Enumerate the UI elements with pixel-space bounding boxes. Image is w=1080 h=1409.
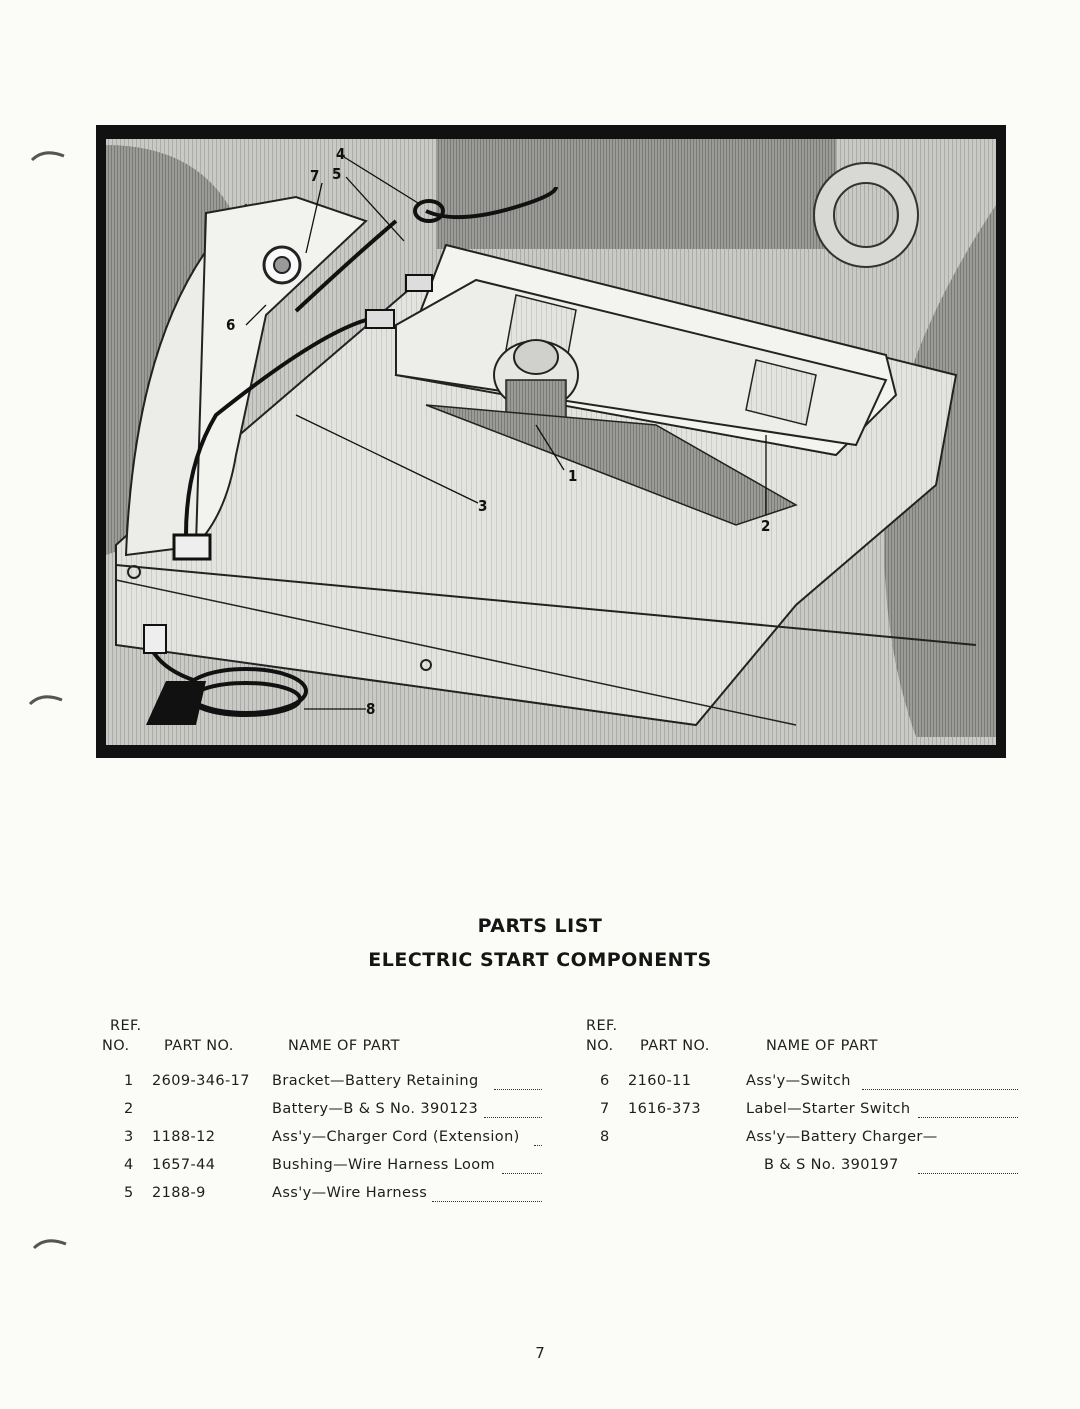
part-no-cell: 2160-11	[628, 1073, 692, 1089]
table-row: 4 1657-44 Bushing—Wire Harness Loom	[102, 1157, 550, 1185]
callout-number: 4	[336, 145, 345, 163]
callout-number: 8	[366, 700, 375, 718]
table-row: 6 2160-11 Ass'y—Switch	[582, 1073, 1022, 1101]
no-header: NO.	[586, 1038, 614, 1054]
table-row: 1 2609-346-17 Bracket—Battery Retaining	[102, 1073, 550, 1101]
name-cell: Ass'y—Charger Cord (Extension)	[272, 1129, 520, 1145]
part-no-cell: 2609-346-17	[152, 1073, 250, 1089]
ref-cell: 8	[600, 1129, 610, 1145]
ref-cell: 1	[124, 1073, 134, 1089]
callout-leaders	[245, 156, 767, 710]
table-row: 5 2188-9 Ass'y—Wire Harness	[102, 1185, 550, 1213]
part-no-cell: 2188-9	[152, 1185, 206, 1201]
name-cell: Ass'y—Battery Charger—	[746, 1129, 938, 1145]
part-no-header: PART NO.	[640, 1038, 710, 1054]
harness-bushing	[413, 199, 445, 223]
part-no-header: PART NO.	[164, 1038, 234, 1054]
name-cell: Ass'y—Wire Harness	[272, 1185, 428, 1201]
ref-cell: 2	[124, 1101, 134, 1117]
callout-number: 2	[761, 517, 770, 535]
callout-number: 3	[478, 497, 487, 515]
binder-hole-mark	[32, 1234, 70, 1250]
ref-header: REF.	[586, 1018, 618, 1034]
name-cell: Ass'y—Switch	[746, 1073, 851, 1089]
callout-number: 5	[332, 165, 341, 183]
parts-list-title: PARTS LIST	[477, 915, 603, 937]
table-row: 7 1616-373 Label—Starter Switch	[582, 1101, 1022, 1129]
engine-block	[436, 139, 836, 249]
dot-leader	[862, 1089, 1018, 1090]
callout-number: 1	[568, 467, 577, 485]
name-header: NAME OF PART	[766, 1038, 878, 1054]
name-header: NAME OF PART	[288, 1038, 400, 1054]
callout-number: 7	[310, 167, 319, 185]
page-number: 7	[535, 1344, 545, 1362]
callout-number: 6	[226, 316, 235, 334]
parts-table-right: REF. NO. PART NO. NAME OF PART 6 2160-11…	[582, 1018, 1022, 1185]
table-row: 8 Ass'y—Battery Charger—	[582, 1129, 1022, 1157]
dot-leader	[918, 1173, 1018, 1174]
part-no-cell: 1657-44	[152, 1157, 216, 1173]
part-no-cell: 1616-373	[628, 1101, 702, 1117]
electric-start-illustration: 1 2 3 4 5 6 7 8	[96, 125, 1006, 758]
no-header: NO.	[102, 1038, 130, 1054]
dot-leader	[502, 1173, 542, 1174]
table-row: 3 1188-12 Ass'y—Charger Cord (Extension)	[102, 1129, 550, 1157]
binder-hole-mark	[30, 146, 68, 162]
ref-cell: 7	[600, 1101, 610, 1117]
ref-header: REF.	[110, 1018, 142, 1034]
table-row: B & S No. 390197	[582, 1157, 1022, 1185]
dot-leader	[534, 1145, 542, 1146]
name-cell: B & S No. 390197	[764, 1157, 899, 1173]
charger-cord	[184, 318, 367, 536]
binder-hole-mark	[28, 690, 66, 706]
dot-leader	[494, 1089, 542, 1090]
name-cell: Battery—B & S No. 390123	[272, 1101, 479, 1117]
battery-charger	[143, 624, 308, 725]
ref-cell: 6	[600, 1073, 610, 1089]
table-header: REF. NO. PART NO. NAME OF PART	[102, 1018, 550, 1058]
name-cell: Label—Starter Switch	[746, 1101, 911, 1117]
dot-leader	[484, 1117, 542, 1118]
charger-receptacle	[172, 533, 212, 561]
table-row: 2 Battery—B & S No. 390123	[102, 1101, 550, 1129]
ref-cell: 5	[124, 1185, 134, 1201]
parts-table-left: REF. NO. PART NO. NAME OF PART 1 2609-34…	[102, 1018, 550, 1213]
right-tire	[884, 205, 996, 737]
wire-harness	[425, 186, 558, 220]
name-cell: Bracket—Battery Retaining	[272, 1073, 479, 1089]
dot-leader	[432, 1201, 542, 1202]
dot-leader	[918, 1117, 1018, 1118]
ref-cell: 3	[124, 1129, 134, 1145]
name-cell: Bushing—Wire Harness Loom	[272, 1157, 496, 1173]
part-no-cell: 1188-12	[152, 1129, 216, 1145]
parts-list-subtitle: ELECTRIC START COMPONENTS	[368, 949, 712, 971]
ref-cell: 4	[124, 1157, 134, 1173]
table-header: REF. NO. PART NO. NAME OF PART	[582, 1018, 1022, 1058]
